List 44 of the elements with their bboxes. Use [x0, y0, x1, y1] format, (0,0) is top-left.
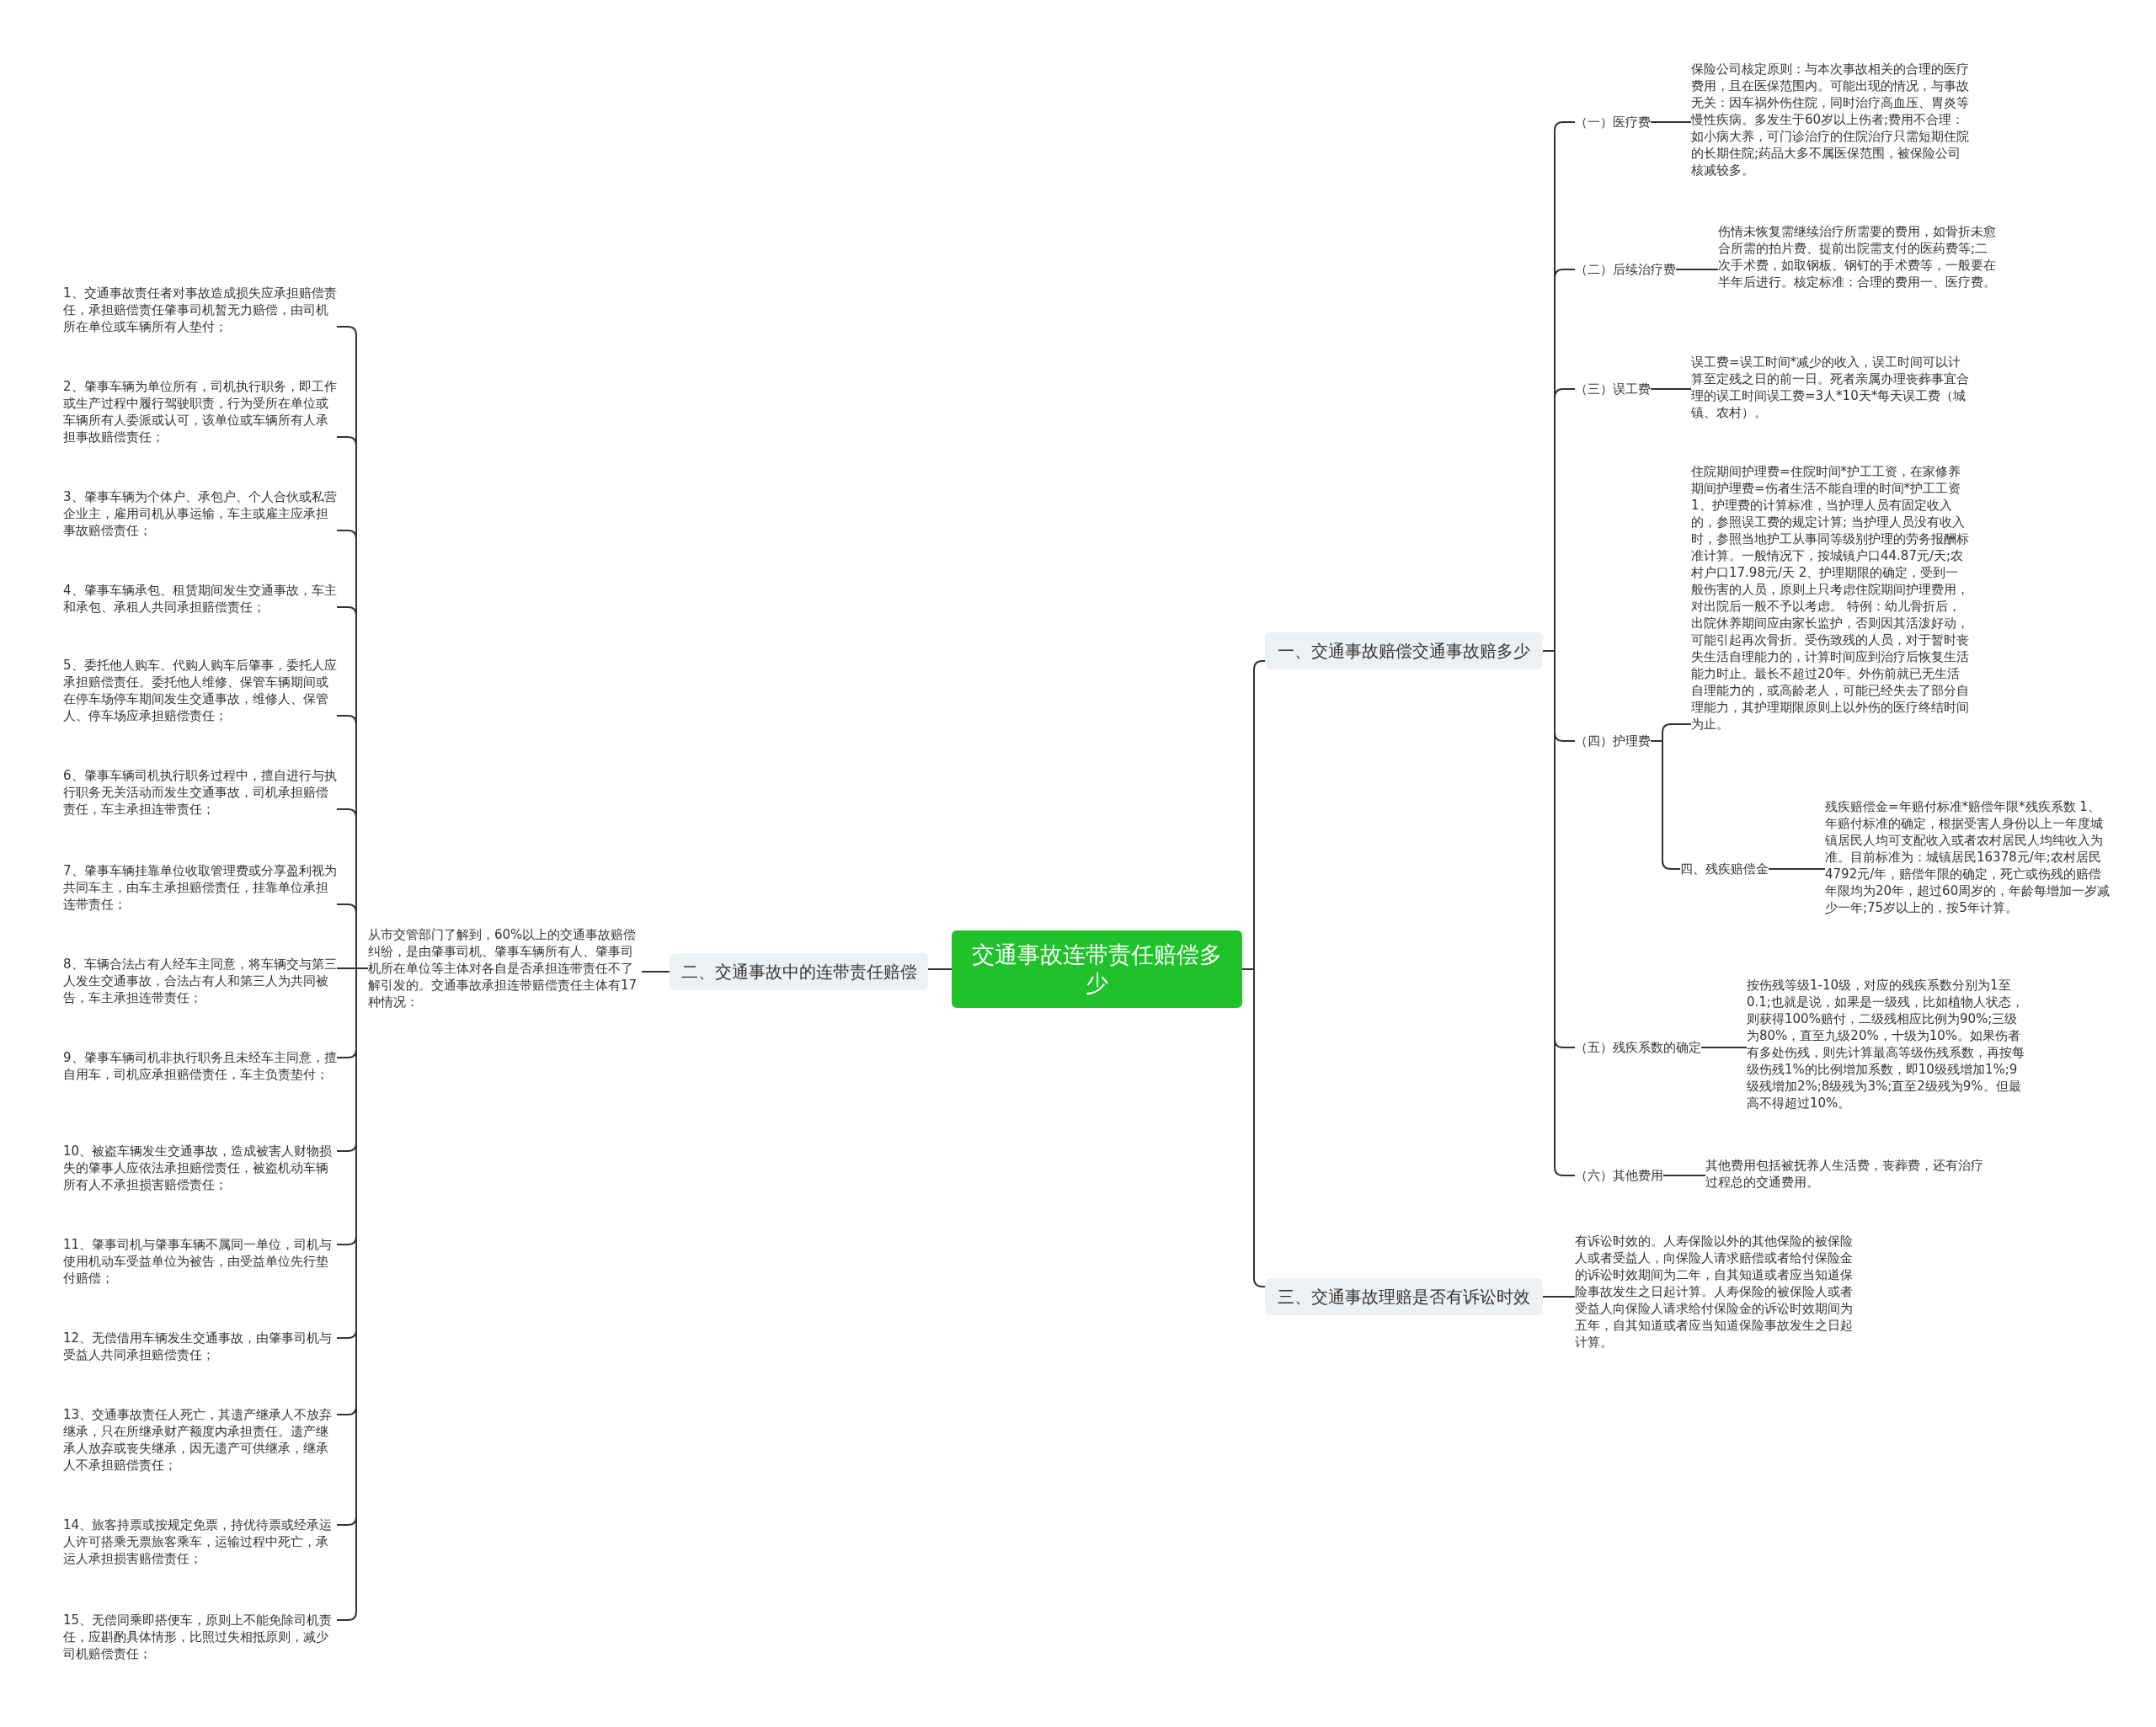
connector-line [641, 971, 670, 973]
connector-line [1542, 1296, 1576, 1298]
note-text: 保险公司核定原则：与本次事故相关的合理的医疗费用，且在医保范围内。可能出现的情况，与事故无关：因车祸外伤住院，同时治疗高血压、胃炎等慢性疾病。多发生于60岁以上伤者;费用不合理：如小病大养，可门诊治疗的住院治疗只需短期住院的长期住院;药品大多不属医保范围，被保险公司核减较多。 [1691, 61, 1969, 179]
connector-line [1675, 269, 1719, 270]
note-text: 2、肇事车辆为单位所有，司机执行职务，即工作或生产过程中履行驾驶职责，行为受所在单位或车辆所有人委派或认可，该单位或车辆所有人承担事故赔偿责任； [63, 378, 337, 445]
note-text: 6、肇事车辆司机执行职务过程中，擅自进行与执行职务无关活动而发生交通事故，司机承担赔偿责任，车主承担连带责任； [63, 767, 337, 818]
topic-label: 四、残疾赔偿金 [1680, 861, 1769, 877]
connector-line [1650, 388, 1692, 390]
note-text: 12、无偿借用车辆发生交通事故，由肇事司机与受益人共同承担赔偿责任； [63, 1330, 337, 1363]
note-text: 按伤残等级1-10级，对应的残疾系数分别为1至0.1;也就是说，如果是一级残，比如植物人状态，则获得100%赔付，二级残相应比例为90%;三级为80%，直至九级20%，十级为10%。如果伤者有多处伤残，则先计算最高等级伤残系数，再按每级伤残1%的比例增加系数，即10级残增加1%;9级残增加2%;8级残为3%;直至2级残为9%。但最高不得超过10%。 [1747, 977, 2025, 1111]
note-text: 残疾赔偿金=年赔付标准*赔偿年限*残疾系数 1、年赔付标准的确定，根据受害人身份以上一年度城镇居民人均可支配收入或者农村居民人均纯收入为准。目前标准为：城镇居民16378元/年;农村居民4792元/年，赔偿年限的确定，死亡或伤残的赔偿年限均为20年，超过60周岁的，年龄每增加一岁减少一年;75岁以上的，按5年计算。 [1825, 798, 2111, 916]
note-text: 13、交通事故责任人死亡，其遗产继承人不放弃继承，只在所继承财产额度内承担责任。遗产继承人放弃或丧失继承，因无遗产可供继承，继承人不承担赔偿责任； [63, 1406, 337, 1474]
note-text: 7、肇事车辆挂靠单位收取管理费或分享盈利视为共同车主，由车主承担赔偿责任，挂靠单位承担连带责任； [63, 862, 337, 913]
note-text: 11、肇事司机与肇事车辆不属同一单位，司机与使用机动车受益单位为被告，由受益单位先行垫付赔偿； [63, 1236, 337, 1287]
note-text: 8、车辆合法占有人经车主同意，将车辆交与第三人发生交通事故，合法占有人和第三人为共同被告，车主承担连带责任； [63, 956, 337, 1006]
topic-label: （二）后续治疗费 [1575, 261, 1676, 278]
note-text: 10、被盗车辆发生交通事故，造成被害人财物损失的肇事人应依法承担赔偿责任，被盗机动车辆所有人不承担损害赔偿责任； [63, 1143, 337, 1193]
note-text: 有诉讼时效的。人寿保险以外的其他保险的被保险人或者受益人，向保险人请求赔偿或者给付保险金的诉讼时效期间为二年，自其知道或者应当知道保险事故发生之日起计算。人寿保险的被保险人或者受益人向保险人请求给付保险金的诉讼时效期间为五年，自其知道或者应当知道保险事故发生之日起计算。 [1575, 1233, 1853, 1351]
note-text: 误工费=误工时间*减少的收入，误工时间可以计算至定残之日的前一日。死者亲属办理丧葬事宜合理的误工时间误工费=3人*10天*每天误工费（城镇、农村）。 [1691, 354, 1969, 421]
note-text: 1、交通事故责任者对事故造成损失应承担赔偿责任，承担赔偿责任肇事司机暂无力赔偿，由司机所在单位或车辆所有人垫付； [63, 285, 337, 335]
root-topic-box: 交通事故连带责任赔偿多少 [952, 930, 1242, 1008]
note-text: 3、肇事车辆为个体户、承包户、个人合伙或私营企业主，雇用司机从事运输，车主或雇主应承担事故赔偿责任； [63, 488, 337, 539]
topic-label: （四）护理费 [1575, 733, 1651, 749]
note-text: 其他费用包括被抚养人生活费，丧葬费，还有治疗过程总的交通费用。 [1705, 1157, 1983, 1191]
note-text: 住院期间护理费=住院时间*护工工资，在家修养期间护理费=伤者生活不能自理的时间*护工工资 1、护理费的计算标准，当护理人员有固定收入的，参照误工费的规定计算; 当护理人员没有收入时，参照当地护工从事同等级别护理的劳务报酬标准计算。一般情况下，按城镇户口44.87元/天;农村户口17.98元/天 2、护理期限的确定，受到一般伤害的人员，原则上只考虑住院期间护理费用，对出院后一般不予以考虑。 特例：幼儿骨折后，出院休养期间应由家长监护，否则因其活泼好动，可能引起再次骨折。受伤致残的人员，对于暂时丧失生活自理能力的，计算时间应到治疗后恢复生活能力时止。最长不超过20年。外伤前就已无生活自理能力的，或高龄老人，可能已经失去了部分自理能力，其护理期限原则上以外伤的医疗终结时间为止。 [1691, 463, 1969, 733]
note-text: 15、无偿同乘即搭便车，原则上不能免除司机责任，应斟酌具体情形，比照过失相抵原则，减少司机赔偿责任； [63, 1612, 337, 1662]
connector-line [1662, 1175, 1706, 1176]
note-text: 从市交管部门了解到，60%以上的交通事故赔偿纠纷，是由肇事司机、肇事车辆所有人、肇事司机所在单位等主体对各自是否承担连带责任不了解引发的。交通事故承担连带赔偿责任主体有17种情况： [368, 926, 642, 1010]
connector-line [1650, 121, 1692, 123]
topic-label: （五）残疾系数的确定 [1575, 1039, 1701, 1056]
topic-label: （三）误工费 [1575, 381, 1651, 397]
topic-label: （一）医疗费 [1575, 114, 1651, 131]
note-text: 5、委托他人购车、代购人购车后肇事，委托人应承担赔偿责任。委托他人维修、保管车辆期间或在停车场停车期间发生交通事故，维修人、保管人、停车场应承担赔偿责任； [63, 657, 337, 724]
note-text: 14、旅客持票或按规定免票，持优待票或经承运人许可搭乘无票旅客乘车，运输过程中死亡，承运人承担损害赔偿责任； [63, 1516, 337, 1567]
branch-topic-box: 一、交通事故赔偿交通事故赔多少 [1265, 632, 1543, 669]
connector-line [1700, 1047, 1748, 1048]
branch-topic-box: 三、交通事故理赔是否有诉讼时效 [1265, 1278, 1543, 1315]
topic-label: （六）其他费用 [1575, 1167, 1663, 1184]
note-text: 4、肇事车辆承包、租赁期间发生交通事故，车主和承包、承租人共同承担赔偿责任； [63, 582, 337, 616]
note-text: 伤情未恢复需继续治疗所需要的费用，如骨折未愈合所需的拍片费、提前出院需支付的医药费等;二次手术费，如取钢板、钢钉的手术费等，一般要在半年后进行。核定标准：合理的费用一、医疗费。 [1718, 223, 1996, 290]
connector-line [927, 968, 953, 970]
note-text: 9、肇事车辆司机非执行职务且未经车主同意，擅自用车，司机应承担赔偿责任，车主负责垫付； [63, 1049, 337, 1083]
connector-line [1768, 868, 1826, 870]
branch-topic-box: 二、交通事故中的连带责任赔偿 [670, 953, 928, 990]
